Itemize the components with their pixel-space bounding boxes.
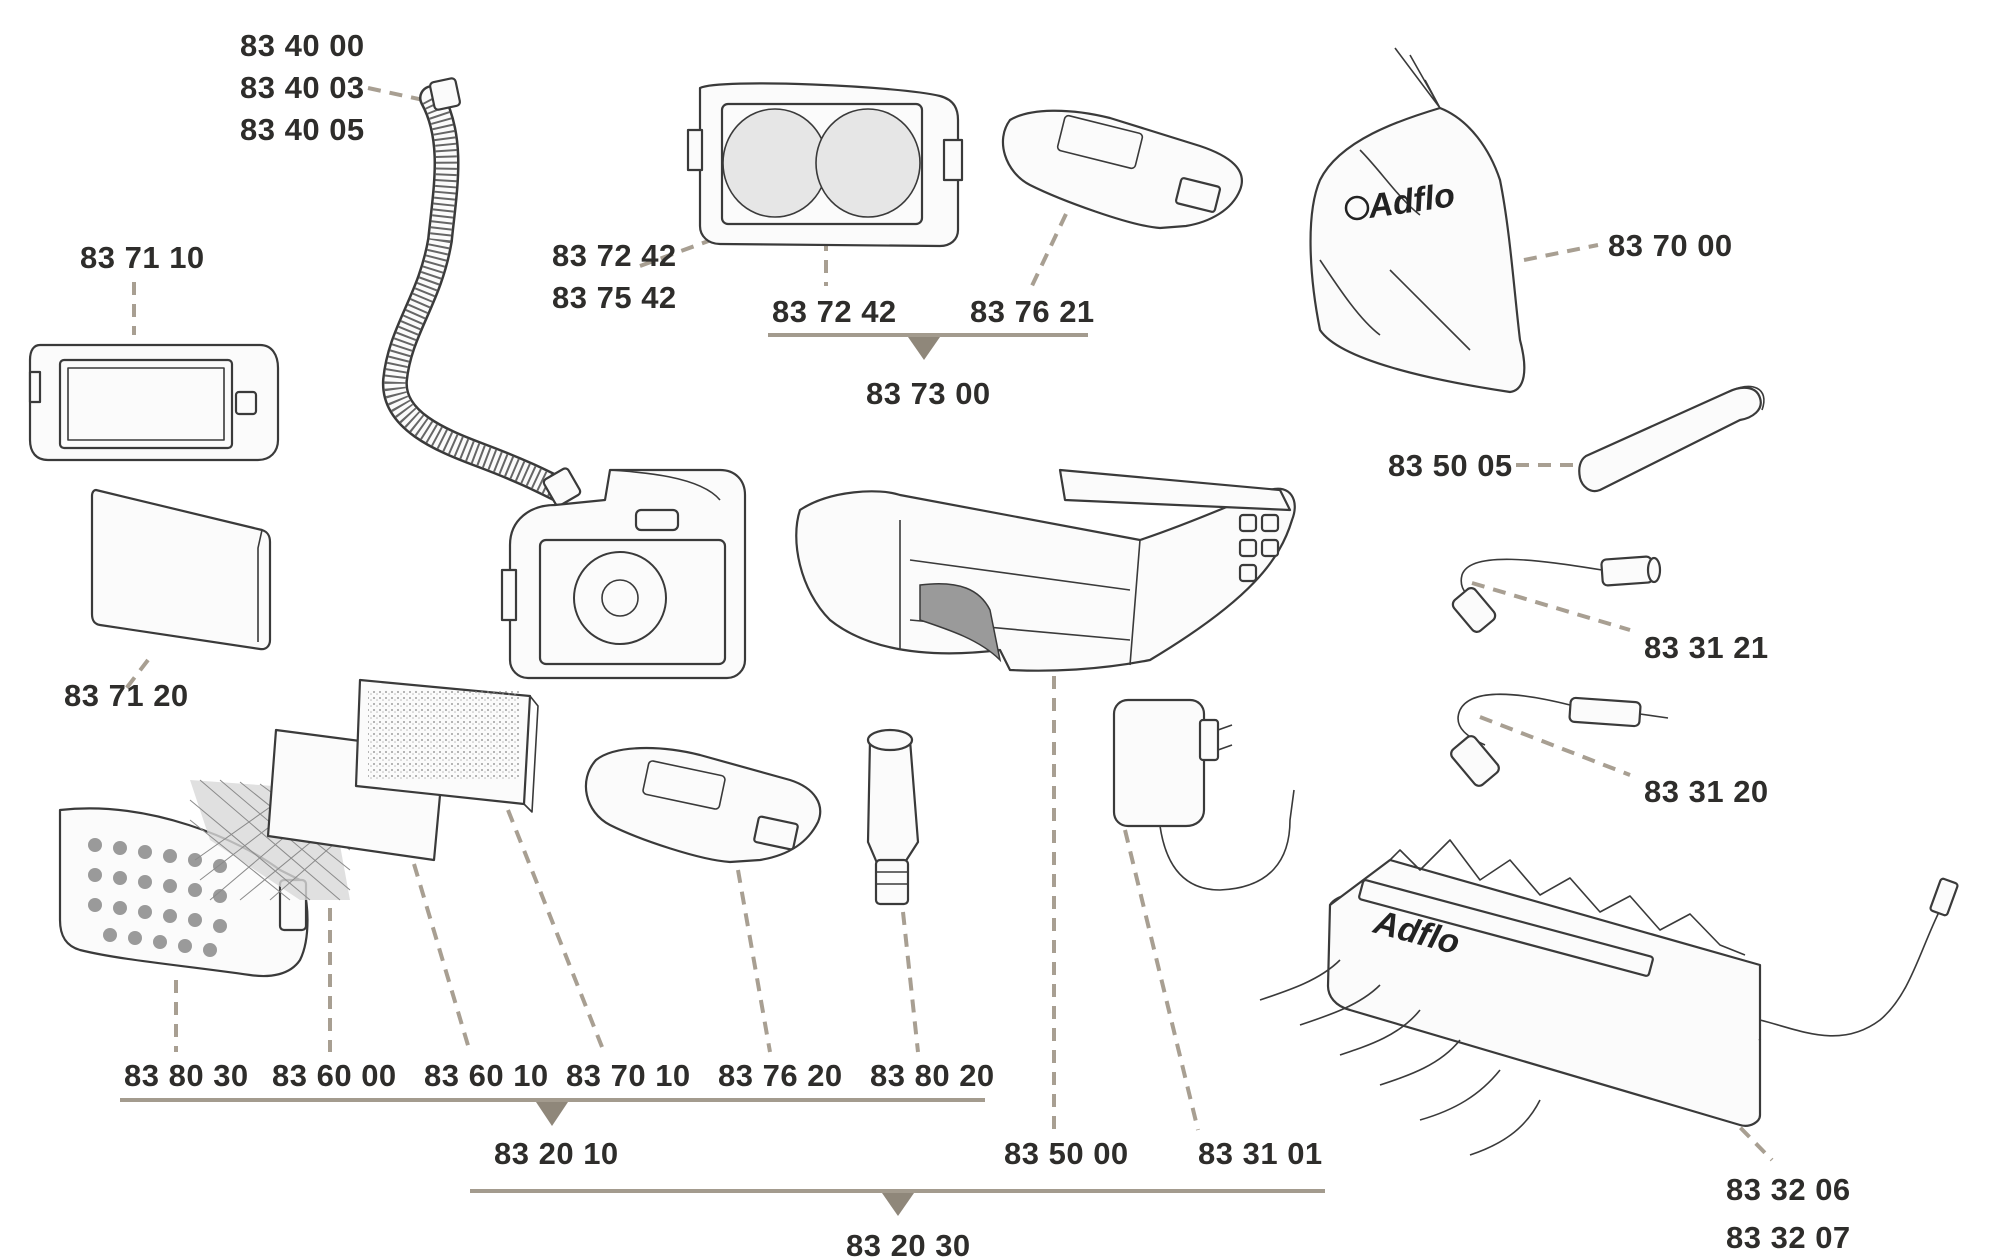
- kit-bracket-unit: [120, 1098, 985, 1126]
- label-belt: 83 50 00: [1004, 1136, 1129, 1171]
- label-prefilter: 83 60 00: [272, 1058, 397, 1093]
- part-labels: 83 40 00 83 40 03 83 40 05 83 71 10 83 7…: [64, 28, 1851, 1259]
- charging-station-illustration: Adflo: [1259, 839, 1959, 1156]
- label-odour-filter: 83 70 10: [566, 1058, 691, 1093]
- label-flow-indicator: 83 80 20: [870, 1058, 995, 1093]
- label-shield-kit: 83 73 00: [866, 376, 991, 411]
- label-charger: 83 31 01: [1198, 1136, 1323, 1171]
- label-hose-1: 83 40 00: [240, 28, 365, 63]
- label-system-kit: 83 20 30: [846, 1228, 971, 1259]
- cable-a-illustration: [1451, 555, 1662, 633]
- label-battery: 83 76 20: [718, 1058, 843, 1093]
- battery-illustration: [584, 746, 822, 864]
- label-belt-pad: 83 50 05: [1388, 448, 1513, 483]
- cable-b-illustration: [1450, 693, 1669, 787]
- cover-holes: [88, 838, 227, 957]
- label-visor-plate: 83 71 20: [64, 678, 189, 713]
- label-filter-cover: 83 80 30: [124, 1058, 249, 1093]
- label-bag: 83 70 00: [1608, 228, 1733, 263]
- label-shield-c: 83 72 42: [772, 294, 897, 329]
- label-cable-a: 83 31 21: [1644, 630, 1769, 665]
- hose-illustration: [381, 77, 582, 507]
- leader-lines: [123, 86, 1774, 1162]
- belt-pad-illustration: [1578, 385, 1765, 493]
- label-spark-filter: 83 60 10: [424, 1058, 549, 1093]
- blower-unit-illustration: [500, 468, 747, 680]
- charger-illustration: [1112, 698, 1295, 891]
- label-shield-a: 83 72 42: [552, 238, 677, 273]
- label-station-1: 83 32 06: [1726, 1172, 1851, 1207]
- label-visor-frame: 83 71 10: [80, 240, 205, 275]
- label-battery-top: 83 76 21: [970, 294, 1095, 329]
- label-hose-2: 83 40 03: [240, 70, 365, 105]
- odour-filter-illustration: [354, 678, 539, 813]
- label-unit-kit: 83 20 10: [494, 1136, 619, 1171]
- shield-illustration: [686, 82, 964, 248]
- visor-plate-illustration: [90, 488, 272, 651]
- belt-illustration: [795, 468, 1296, 672]
- bag-illustration: Adflo: [1309, 47, 1526, 394]
- label-shield-b: 83 75 42: [552, 280, 677, 315]
- flow-indicator-illustration: [866, 728, 920, 906]
- battery-top-illustration: [1001, 109, 1243, 230]
- label-cable-b: 83 31 20: [1644, 774, 1769, 809]
- label-hose-3: 83 40 05: [240, 112, 365, 147]
- kit-bracket-shield: [768, 333, 1088, 360]
- visor-frame-illustration: [28, 343, 280, 462]
- label-station-2: 83 32 07: [1726, 1220, 1851, 1255]
- kit-bracket-system: [470, 1189, 1325, 1216]
